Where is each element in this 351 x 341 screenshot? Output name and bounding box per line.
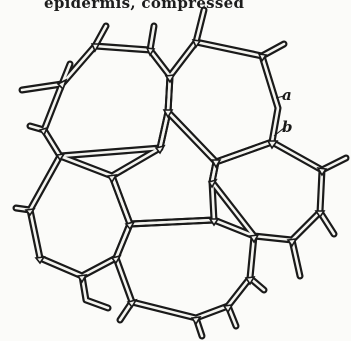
intercellular-spaces: [26, 40, 326, 324]
label-b: b: [282, 118, 293, 136]
cell-walls: [16, 10, 346, 336]
label-a: a: [282, 86, 292, 104]
